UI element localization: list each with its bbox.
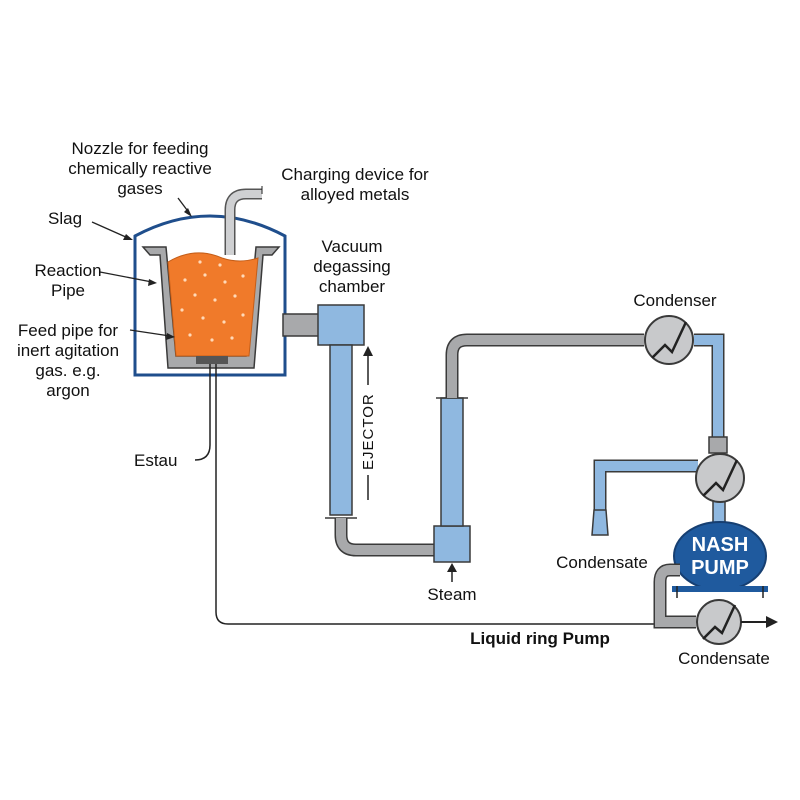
condensate-left-label: Condensate	[556, 553, 648, 572]
svg-text:gas. e.g.: gas. e.g.	[35, 361, 100, 380]
svg-text:Nozzle for feeding: Nozzle for feeding	[71, 139, 208, 158]
svg-text:chamber: chamber	[319, 277, 385, 296]
condensate-branch	[593, 459, 698, 515]
ejector-pipe	[329, 344, 353, 516]
vacuum-degassing-chamber	[317, 304, 365, 346]
svg-text:inert agitation: inert agitation	[17, 341, 119, 360]
svg-text:Vacuum: Vacuum	[321, 237, 382, 256]
svg-text:Pipe: Pipe	[51, 281, 85, 300]
svg-text:Charging device for: Charging device for	[281, 165, 429, 184]
condenser-heat-exchanger	[644, 315, 694, 365]
slag-leader	[91, 221, 129, 239]
pump-label-line1: NASH	[692, 534, 749, 556]
molten-metal	[167, 252, 259, 357]
riser-pipe	[440, 397, 464, 527]
estau-label: Estau	[134, 451, 177, 470]
condensate-bottom-label: Condensate	[678, 649, 770, 668]
svg-text:gases: gases	[117, 179, 162, 198]
charging-label: Charging device for alloyed metals	[281, 165, 429, 204]
condenser-inlet-pipe	[445, 333, 644, 398]
svg-text:argon: argon	[46, 381, 89, 400]
nozzle-label: Nozzle for feeding chemically reactive g…	[68, 139, 212, 198]
steam-label: Steam	[427, 585, 476, 604]
condensate-drain	[591, 509, 609, 536]
liquid-ring-line	[215, 364, 658, 625]
pump-label-line2: PUMP	[691, 557, 749, 579]
output-arrow-icon	[766, 616, 778, 628]
vacuum-chamber-label: Vacuum degassing chamber	[313, 237, 391, 296]
svg-text:alloyed metals: alloyed metals	[301, 185, 410, 204]
feed-pipe-leader	[129, 329, 171, 337]
bottom-plug	[196, 356, 228, 364]
svg-text:chemically reactive: chemically reactive	[68, 159, 212, 178]
liquid-ring-pump-label: Liquid ring Pump	[470, 629, 610, 648]
svg-text:Reaction: Reaction	[34, 261, 101, 280]
nash-pump: NASH PUMP	[672, 521, 768, 598]
arrow-icon	[363, 346, 373, 356]
svg-text:Feed pipe for: Feed pipe for	[18, 321, 119, 340]
svg-text:degassing: degassing	[313, 257, 391, 276]
vessel-connector	[282, 313, 322, 337]
bottom-heat-exchanger	[696, 599, 742, 645]
argon-feed-line	[194, 364, 211, 461]
ejector-label: EJECTOR	[360, 393, 377, 470]
second-heat-exchanger	[695, 453, 745, 503]
condenser-label: Condenser	[633, 291, 717, 310]
slag-label: Slag	[48, 209, 82, 228]
reaction-pipe-label: Reaction Pipe	[34, 261, 101, 300]
feed-pipe-label: Feed pipe for inert agitation gas. e.g. …	[17, 321, 119, 400]
reaction-pipe-leader	[99, 271, 153, 283]
steam-box	[433, 525, 471, 563]
